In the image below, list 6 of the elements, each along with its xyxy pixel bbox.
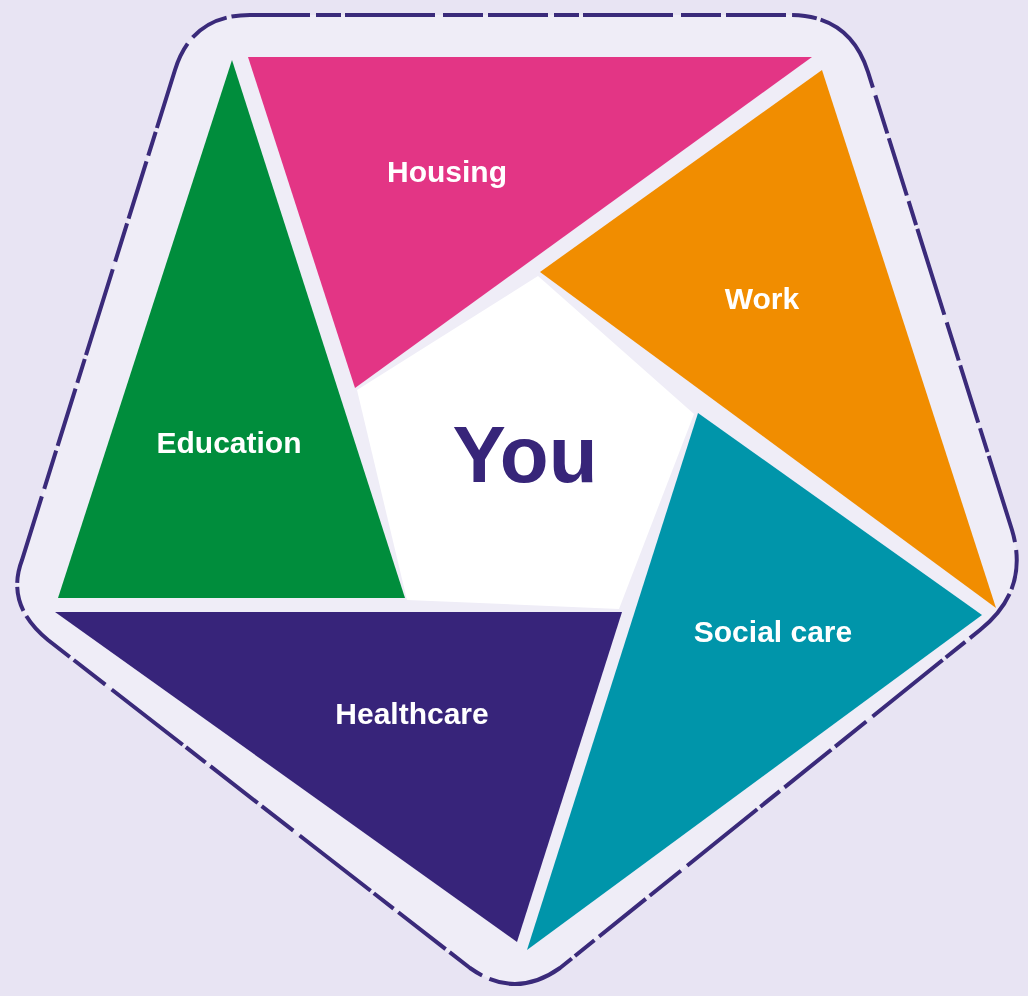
- segment-label: Healthcare: [335, 697, 489, 731]
- center-label: You: [452, 409, 598, 501]
- segment-label: Education: [156, 426, 302, 460]
- segment-label: Housing: [387, 155, 507, 189]
- segment-label: Work: [724, 282, 800, 316]
- segment-label: Social care: [693, 615, 853, 649]
